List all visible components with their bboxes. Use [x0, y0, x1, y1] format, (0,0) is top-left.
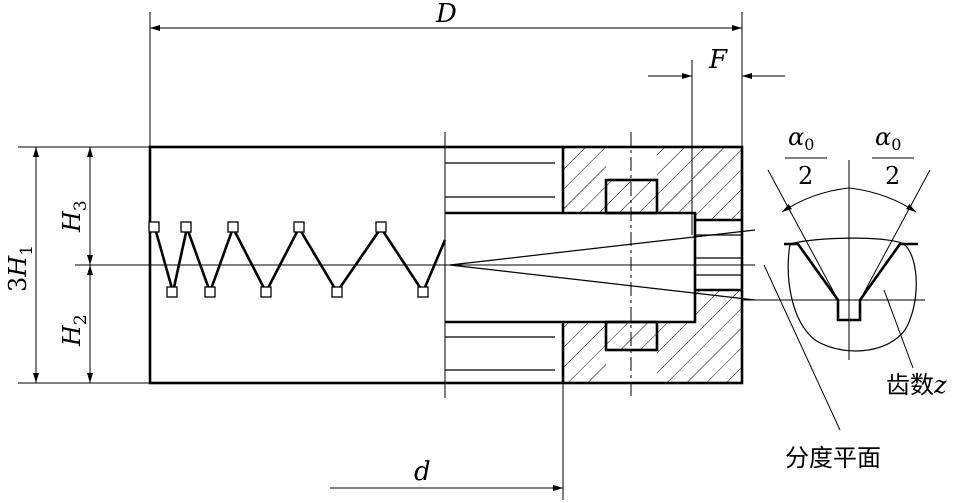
hatch-bottom	[563, 290, 742, 383]
svg-text:2: 2	[885, 162, 900, 190]
svg-text:H3: H3	[58, 200, 91, 233]
tooth-point	[227, 221, 239, 233]
hatch-top-left	[563, 147, 742, 220]
bore-top	[445, 211, 697, 324]
tooth-zigzag	[153, 223, 447, 296]
angle-arc-right	[848, 187, 917, 213]
label-indexing-plane: 分度平面	[785, 444, 881, 472]
angle-label-right: α0 2	[872, 123, 914, 190]
tooth-point	[180, 221, 192, 233]
tooth-point	[375, 221, 387, 233]
angle-line-left	[767, 169, 839, 301]
tooth-point	[417, 286, 429, 298]
angle-label-left: α0 2	[785, 123, 827, 190]
svg-text:α0: α0	[788, 123, 814, 154]
tooth-v-groove	[784, 242, 918, 322]
leader-teeth-count	[883, 289, 914, 369]
sight-line-up	[449, 229, 756, 266]
tooth-point	[148, 221, 160, 233]
leader-indexing-plane	[763, 264, 841, 431]
tooth-point	[293, 221, 305, 233]
svg-text:H2: H2	[58, 314, 91, 347]
tooth-point	[260, 286, 272, 298]
tooth-blob-outline	[787, 237, 917, 352]
tooth-point	[331, 286, 343, 298]
label-teeth-count: 齿数z	[886, 371, 947, 399]
tooth-points	[148, 221, 429, 298]
tooth-point	[166, 286, 178, 298]
angle-line-right	[859, 169, 931, 301]
svg-text:2: 2	[798, 162, 813, 190]
sight-line-down	[449, 264, 756, 301]
dim-label-d: d	[414, 457, 431, 487]
angle-arc-left	[781, 187, 850, 213]
dim-label-D: D	[435, 0, 457, 29]
dim-label-F: F	[708, 45, 728, 75]
dim-label-3H1: 3H1	[4, 245, 37, 292]
dim-label-H3: H3	[58, 200, 91, 233]
dim-label-H2: H2	[58, 314, 91, 347]
svg-text:3H1: 3H1	[4, 245, 37, 292]
svg-text:α0: α0	[875, 123, 901, 154]
tooth-point	[204, 286, 216, 298]
